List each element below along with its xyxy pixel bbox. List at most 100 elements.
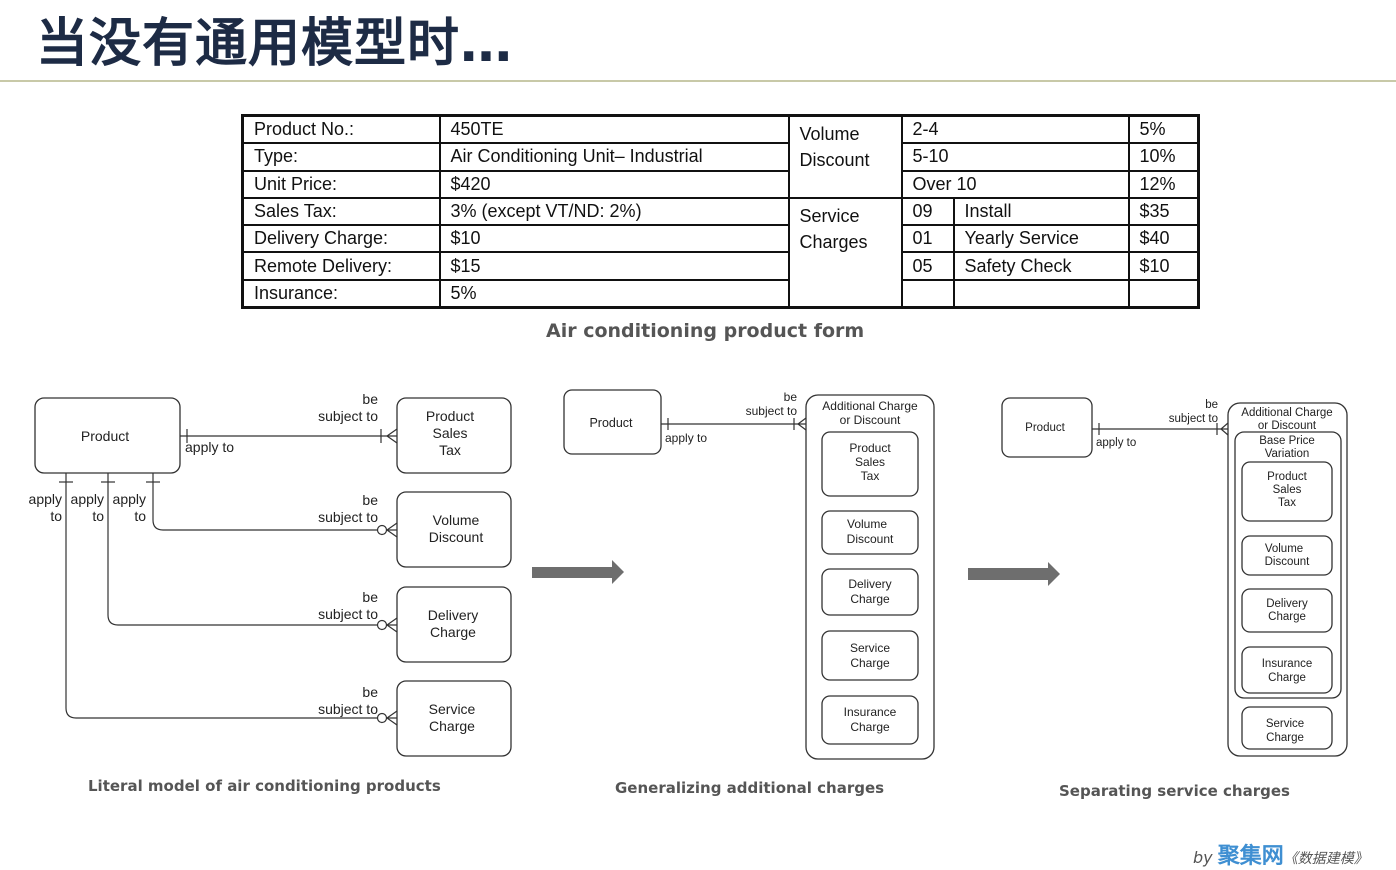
form-row-delivery-charge: Delivery Charge: $10 01 Yearly Service $… bbox=[241, 224, 1200, 254]
subtype-delivery-charge bbox=[1241, 588, 1333, 633]
form-value: $15 bbox=[438, 251, 790, 281]
service-charges-label: Service Charges bbox=[787, 196, 903, 309]
empty-cell bbox=[900, 278, 955, 309]
empty-cell bbox=[952, 278, 1130, 309]
subtype-volume-discount bbox=[1241, 535, 1333, 576]
service-code: 09 bbox=[900, 196, 955, 227]
caption-separating: Separating service charges bbox=[1059, 782, 1290, 800]
volume-tier-range: 2-4 bbox=[900, 114, 1130, 145]
subtype-insurance-charge bbox=[821, 695, 919, 745]
entity-label: Additional Charge bbox=[1241, 407, 1332, 419]
form-value: 3% (except VT/ND: 2%) bbox=[438, 196, 790, 227]
form-row-sales-tax: Sales Tax: 3% (except VT/ND: 2%) Service… bbox=[241, 196, 1200, 309]
entity-label: Sales bbox=[855, 455, 885, 469]
volume-tier-pct: 5% bbox=[1127, 114, 1200, 145]
rel-label: subject to bbox=[1169, 413, 1218, 425]
entity-label: Variation bbox=[1265, 448, 1310, 460]
volume-tier-pct: 10% bbox=[1127, 142, 1200, 172]
entity-label: Discount bbox=[847, 532, 894, 546]
rel-label: to bbox=[92, 508, 104, 524]
form-value: 450TE bbox=[438, 114, 790, 145]
entity-label: Service bbox=[429, 701, 476, 717]
entity-label: or Discount bbox=[1258, 420, 1317, 432]
rel-label: apply bbox=[29, 491, 62, 507]
caption-generalizing: Generalizing additional charges bbox=[615, 779, 885, 797]
rel-label: be bbox=[784, 390, 798, 404]
credit-by: by bbox=[1193, 848, 1213, 867]
rel-label: subject to bbox=[318, 701, 378, 717]
entity-label: Volume bbox=[847, 517, 887, 531]
diagram-generalizing: Product apply to be subject to Additiona… bbox=[563, 389, 935, 760]
form-label: Sales Tax: bbox=[241, 196, 441, 227]
entity-label: Product bbox=[849, 441, 891, 455]
entity-product bbox=[1001, 397, 1093, 458]
volume-tier-range: 5-10 bbox=[900, 142, 1130, 172]
rel-label: be bbox=[1205, 399, 1218, 411]
rel-label: subject to bbox=[318, 509, 378, 525]
form-row-insurance: Insurance: 5% bbox=[241, 278, 1200, 309]
credit-brand: 聚集网 bbox=[1217, 844, 1284, 869]
rel-label: be bbox=[362, 684, 378, 700]
entity-delivery-charge bbox=[396, 586, 512, 663]
rel-label: be bbox=[362, 391, 378, 407]
entity-label: Charge bbox=[429, 718, 475, 734]
entity-label: Product bbox=[1267, 471, 1307, 483]
entity-label: Delivery bbox=[428, 607, 479, 623]
service-name: Install bbox=[952, 196, 1130, 227]
form-value: $10 bbox=[438, 224, 790, 254]
subtype-service-charge bbox=[1241, 706, 1333, 750]
relationship-product-service: be subject to bbox=[59, 473, 398, 726]
entity-label: Insurance bbox=[1262, 658, 1313, 670]
service-code: 05 bbox=[900, 251, 955, 281]
source-credit: by 聚集网《数据建模》 bbox=[1193, 838, 1368, 870]
entity-label: Charge bbox=[850, 720, 890, 734]
service-name: Yearly Service bbox=[952, 224, 1130, 254]
service-price: $35 bbox=[1127, 196, 1200, 227]
subtype-product-sales-tax bbox=[1241, 461, 1333, 522]
entity-label: Delivery bbox=[848, 577, 891, 591]
diagram-separating: Product apply to be subject to Additiona… bbox=[1001, 397, 1348, 757]
rel-label: subject to bbox=[318, 606, 378, 622]
rel-label: subject to bbox=[318, 408, 378, 424]
form-label: Product No.: bbox=[241, 114, 441, 145]
entity-product bbox=[563, 389, 662, 455]
entity-label: Sales bbox=[1273, 484, 1302, 496]
subtype-volume-discount bbox=[821, 510, 919, 555]
right-arrow-icon bbox=[968, 562, 1060, 586]
volume-tier-range: Over 10 bbox=[900, 169, 1130, 199]
rel-label: be bbox=[362, 492, 378, 508]
entity-label: Charge bbox=[850, 656, 890, 670]
form-label: Delivery Charge: bbox=[241, 224, 441, 254]
entity-label: Tax bbox=[1278, 497, 1296, 509]
subtype-insurance-charge bbox=[1241, 646, 1333, 694]
relationship-product-charge: apply to be subject to bbox=[661, 390, 807, 445]
form-row-product-no: Product No.: 450TE Volume Discount 2-4 5… bbox=[241, 114, 1200, 199]
rel-label: apply bbox=[113, 491, 146, 507]
entity-label: Service bbox=[850, 641, 890, 655]
slide-title: 当没有通用模型时… bbox=[36, 14, 514, 74]
rel-label: subject to bbox=[746, 404, 798, 418]
caption-product-form: Air conditioning product form bbox=[546, 320, 865, 342]
entity-label: Product bbox=[589, 416, 633, 430]
caption-literal-model: Literal model of air conditioning produc… bbox=[88, 777, 441, 795]
service-price: $40 bbox=[1127, 224, 1200, 254]
entity-label: Insurance bbox=[844, 705, 897, 719]
entity-label: Additional Charge bbox=[822, 399, 918, 413]
rel-label: to bbox=[50, 508, 62, 524]
rel-label: apply to bbox=[185, 439, 234, 455]
subtype-delivery-charge bbox=[821, 568, 919, 616]
entity-label: Charge bbox=[1268, 672, 1306, 684]
empty-cell bbox=[1127, 278, 1200, 309]
entity-label: Charge bbox=[1266, 732, 1304, 744]
form-label: Unit Price: bbox=[241, 169, 441, 199]
relationship-product-tax: apply to be subject to bbox=[180, 391, 398, 455]
entity-label: Sales bbox=[432, 425, 467, 441]
rel-label: apply to bbox=[1096, 437, 1136, 449]
entity-label: Tax bbox=[439, 442, 461, 458]
service-price: $10 bbox=[1127, 251, 1200, 281]
entity-label: Product bbox=[426, 408, 474, 424]
relationship-product-charge: apply to be subject to bbox=[1092, 399, 1229, 449]
entity-label: Charge bbox=[1268, 611, 1306, 623]
entity-label: Product bbox=[81, 428, 129, 444]
